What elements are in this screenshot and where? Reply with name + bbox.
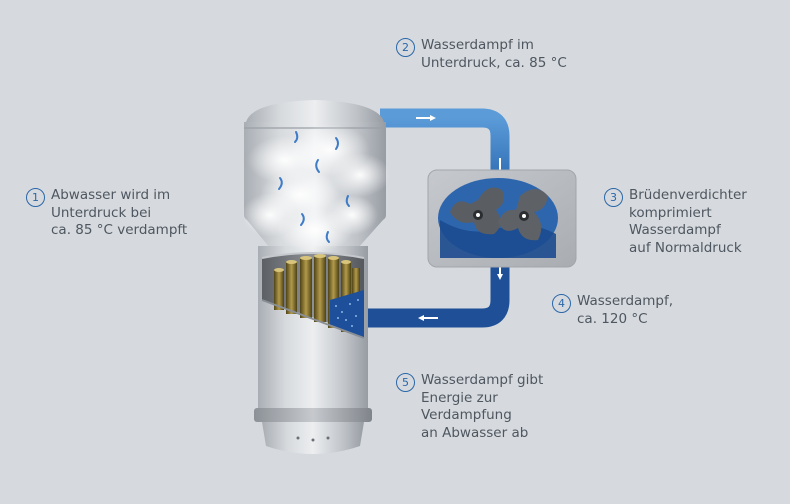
vapor-compressor [427,169,577,268]
callout-text: Brüdenverdichter komprimiert Wasserdampf… [629,187,747,256]
compressor-rotor-right [498,189,548,241]
callout-text: Wasserdampf, ca. 120 °C [577,293,674,327]
steam-cloud [242,124,390,252]
step-number-badge: 4 [552,294,571,313]
callout-step-2: 2 Wasserdampf im Unterdruck, ca. 85 °C [396,37,567,72]
water-bubbles [335,299,359,327]
step-number-badge: 1 [26,188,45,207]
compressor-rotor-left [450,187,504,235]
flow-arrowhead-right-icon [430,115,436,121]
step-number-badge: 2 [396,38,415,57]
callout-text: Wasserdampf gibt Energie zur Verdampfung… [421,372,544,441]
callout-step-1: 1 Abwasser wird im Unterdruck bei ca. 85… [26,187,187,240]
callout-text: Abwasser wird im Unterdruck bei ca. 85 °… [51,187,188,238]
step-number-badge: 5 [396,373,415,392]
callout-step-4: 4 Wasserdampf, ca. 120 °C [552,293,673,328]
callout-step-5: 5 Wasserdampf gibt Energie zur Verdampfu… [396,372,543,442]
step-number-badge: 3 [604,188,623,207]
callout-step-3: 3 Brüdenverdichter komprimiert Wasserdam… [604,187,747,257]
flow-arrowhead-left-icon [418,315,424,321]
flow-arrowhead-down-lower-icon [497,274,503,280]
flange-bolts [296,436,330,442]
callout-text: Wasserdampf im Unterdruck, ca. 85 °C [421,37,567,71]
waste-water [330,290,364,338]
steam-swirls [278,131,350,243]
